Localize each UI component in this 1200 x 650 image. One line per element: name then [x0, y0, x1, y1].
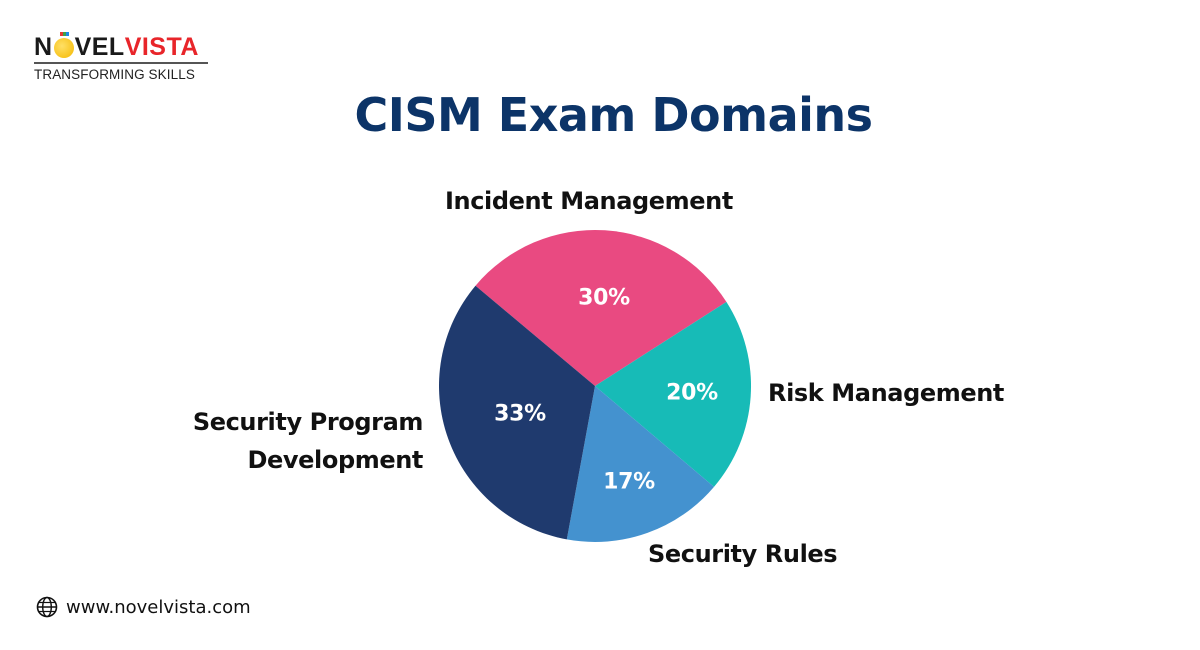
- chart-title: CISM Exam Domains: [354, 88, 873, 142]
- pct-risk-management: 20%: [666, 380, 718, 406]
- slice-security-program-development: [439, 285, 595, 540]
- slice-risk-management: [595, 301, 752, 487]
- logo-divider: [34, 62, 208, 64]
- pct-security-program-development: 33%: [494, 401, 546, 427]
- label-risk-management: Risk Management: [768, 379, 1004, 407]
- logo-text-n: N: [34, 33, 53, 61]
- pct-incident-management: 30%: [578, 285, 630, 311]
- label-security-rules: Security Rules: [648, 540, 838, 568]
- logo-tagline: TRANSFORMING SKILLS: [34, 67, 195, 82]
- label-program-line1: Security Program: [192, 408, 424, 436]
- label-security-program-development: Security Program Development: [192, 403, 424, 479]
- slice-security-rules: [566, 386, 714, 542]
- website-url[interactable]: www.novelvista.com: [66, 596, 251, 618]
- label-program-line2: Development: [247, 446, 424, 474]
- globe-icon: [36, 596, 58, 618]
- logo-medal-icon: [53, 32, 74, 58]
- logo-text-vel: VEL: [74, 33, 125, 61]
- label-incident-management: Incident Management: [445, 187, 733, 215]
- footer-website: www.novelvista.com: [36, 596, 251, 618]
- logo-text-vista: VISTA: [124, 33, 199, 61]
- slice-incident-management: [475, 229, 727, 386]
- pct-security-rules: 17%: [603, 469, 655, 495]
